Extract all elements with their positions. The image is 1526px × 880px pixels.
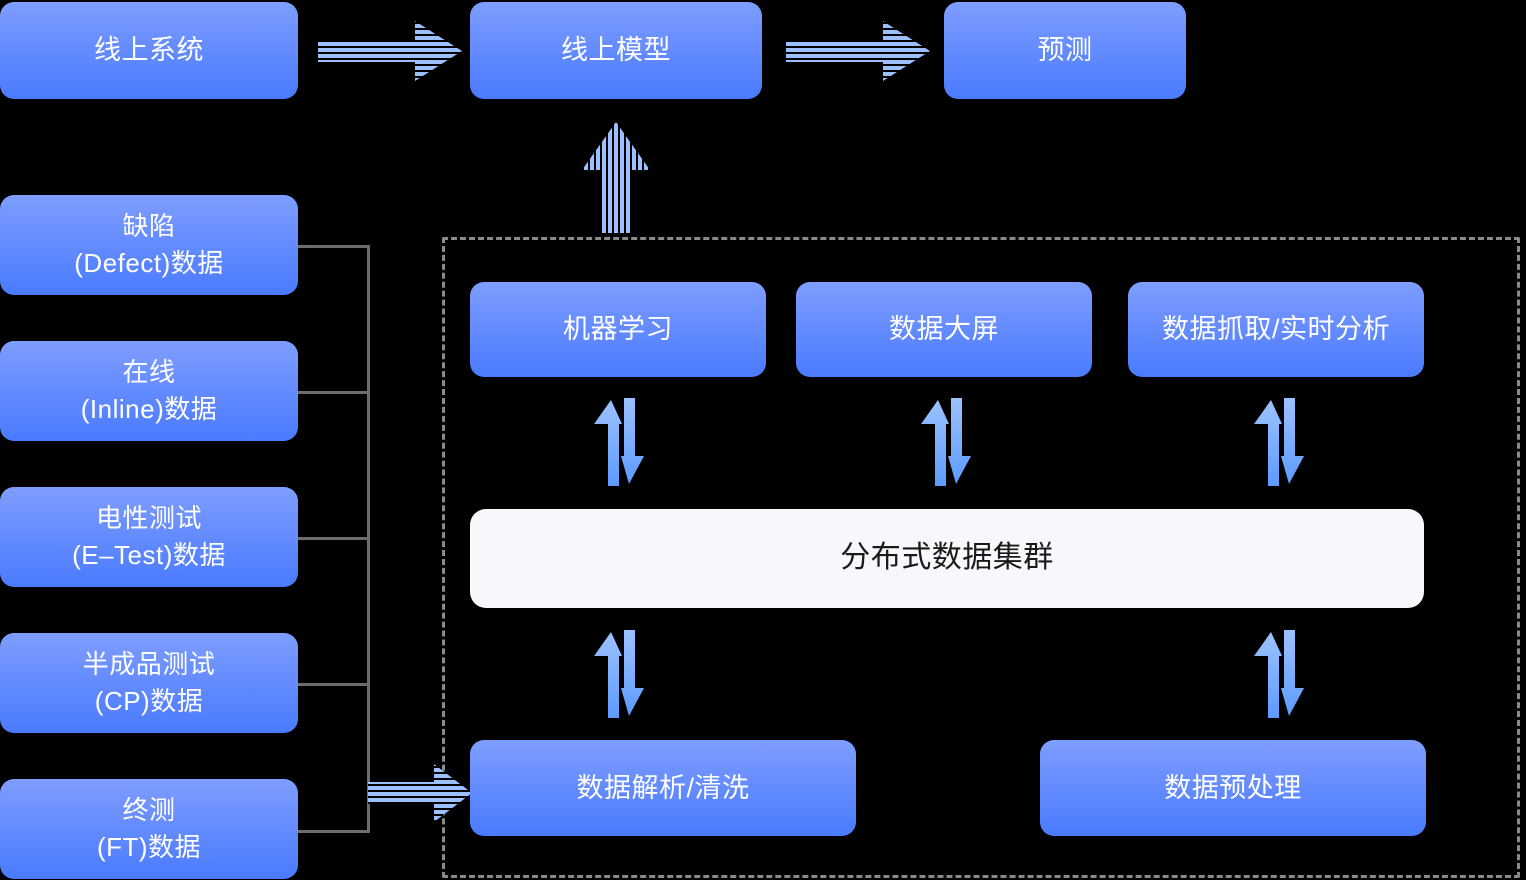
node-machine-learning[interactable]: 机器学习 (470, 282, 766, 377)
node-data-capture-realtime[interactable]: 数据抓取/实时分析 (1128, 282, 1424, 377)
node-data-preprocess-label: 数据预处理 (1164, 772, 1302, 803)
node-data-parse-clean[interactable]: 数据解析/清洗 (470, 740, 856, 836)
connector-stub-ft (298, 830, 370, 833)
node-source-ft-line1: 终测 (122, 795, 176, 826)
node-source-defect-line1: 缺陷 (122, 211, 176, 242)
node-source-ft[interactable]: 终测 (FT)数据 (0, 779, 298, 879)
node-online-model-label: 线上模型 (561, 35, 671, 66)
node-source-cp-line2: (CP)数据 (94, 686, 204, 716)
node-source-inline-line1: 在线 (122, 357, 176, 388)
node-online-system-label: 线上系统 (94, 35, 204, 66)
arrow-platform-to-model-icon (578, 120, 654, 233)
connector-stub-defect (298, 245, 370, 248)
node-source-etest-line2: (E–Test)数据 (72, 540, 226, 570)
node-data-dashboard[interactable]: 数据大屏 (796, 282, 1092, 377)
arrow-system-to-model-icon (318, 18, 462, 84)
node-source-etest[interactable]: 电性测试 (E–Test)数据 (0, 487, 298, 587)
arrow-cluster-parse-icon (588, 630, 650, 718)
connector-stub-etest (298, 537, 370, 540)
node-distributed-data-cluster[interactable]: 分布式数据集群 (470, 509, 1424, 608)
arrow-cluster-preprocess-icon (1248, 630, 1310, 718)
node-prediction[interactable]: 预测 (944, 2, 1186, 99)
node-machine-learning-label: 机器学习 (563, 314, 673, 345)
node-data-parse-clean-label: 数据解析/清洗 (576, 772, 750, 803)
arrow-ml-cluster-icon (588, 398, 650, 486)
arrow-capture-cluster-icon (1248, 398, 1310, 486)
node-source-cp[interactable]: 半成品测试 (CP)数据 (0, 633, 298, 733)
arrow-sources-to-platform-icon (368, 762, 472, 824)
node-online-model[interactable]: 线上模型 (470, 2, 762, 99)
node-distributed-data-cluster-label: 分布式数据集群 (840, 541, 1054, 575)
node-prediction-label: 预测 (1037, 35, 1093, 66)
arrow-dashboard-cluster-icon (915, 398, 977, 486)
node-source-defect-line2: (Defect)数据 (74, 248, 224, 278)
connector-stub-inline (298, 391, 370, 394)
node-source-ft-line2: (FT)数据 (96, 832, 202, 862)
node-source-defect[interactable]: 缺陷 (Defect)数据 (0, 195, 298, 295)
arrow-model-to-prediction-icon (786, 18, 930, 84)
node-source-inline[interactable]: 在线 (Inline)数据 (0, 341, 298, 441)
node-data-dashboard-label: 数据大屏 (889, 314, 999, 345)
platform-boundary-dashed-region (442, 237, 1520, 878)
node-source-inline-line2: (Inline)数据 (80, 394, 218, 424)
node-data-preprocess[interactable]: 数据预处理 (1040, 740, 1426, 836)
node-source-cp-line1: 半成品测试 (82, 649, 216, 680)
connector-stub-cp (298, 683, 370, 686)
node-online-system[interactable]: 线上系统 (0, 2, 298, 99)
node-data-capture-realtime-label: 数据抓取/实时分析 (1161, 314, 1390, 345)
node-source-etest-line1: 电性测试 (95, 503, 202, 534)
